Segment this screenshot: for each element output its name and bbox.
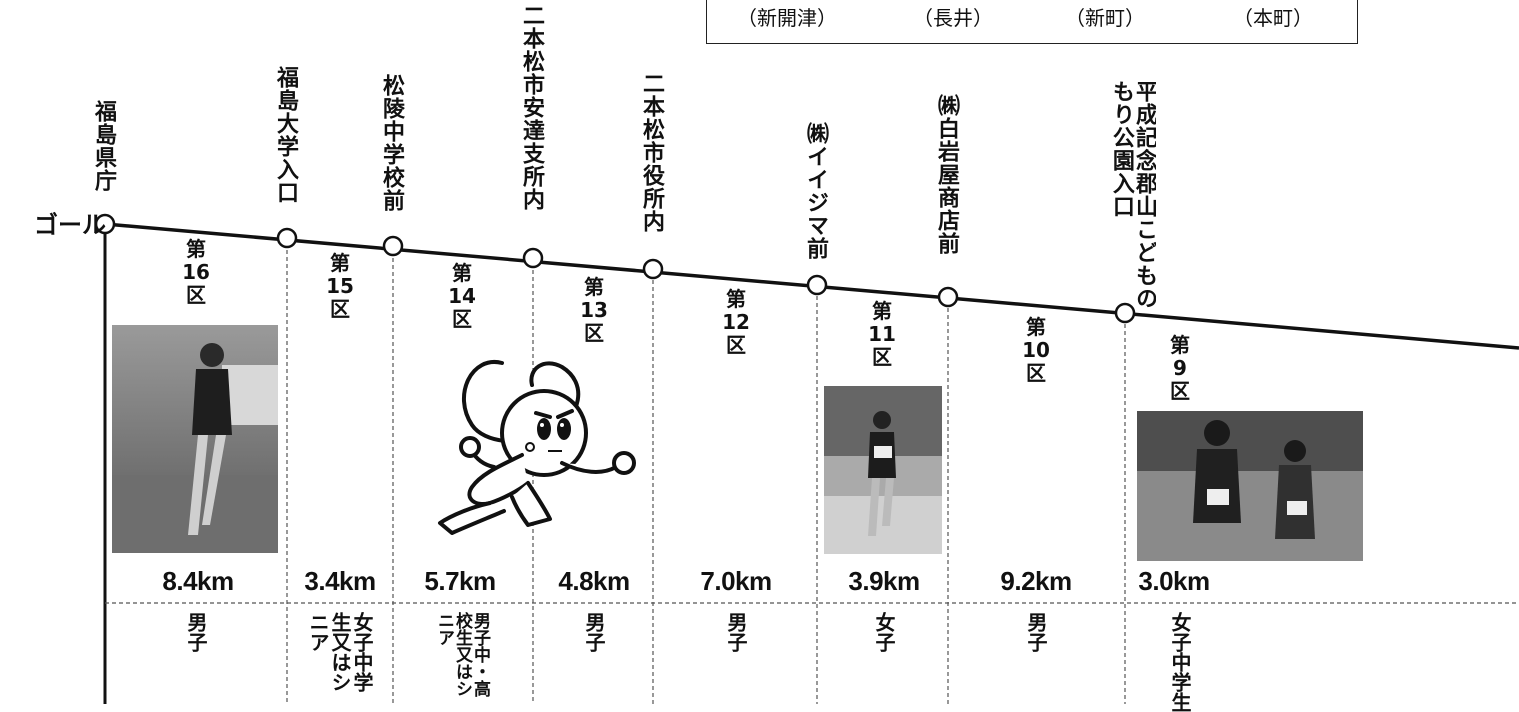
runner-photo	[1137, 411, 1363, 561]
station-marker	[937, 286, 959, 308]
station-marker	[276, 227, 298, 249]
runner-category: 女子中学生	[1168, 612, 1192, 712]
station-marker	[642, 258, 664, 280]
checkpoint-label: 平成記念郡山こどものもり公園入口	[1109, 80, 1156, 310]
checkpoint-label: 福島大学入口	[273, 66, 298, 204]
runner-category: 男子	[184, 612, 208, 652]
legend-item: （長井）	[913, 6, 993, 30]
checkpoint-label: ㈱イイジマ前	[803, 122, 828, 260]
legend-item: （本町）	[1233, 6, 1313, 30]
section-distance: 3.0km	[1138, 566, 1210, 596]
checkpoint-label: 松陵中学校前	[379, 74, 404, 212]
checkpoint-label: 二本松市役所内	[639, 72, 664, 233]
section-dividers	[286, 250, 1126, 704]
runner-photo	[112, 325, 278, 553]
mascot-illustration	[438, 359, 636, 535]
legend-item: （新開津）	[737, 6, 837, 30]
checkpoint-label: 二本松市安達支所内	[519, 4, 544, 211]
runner-category: 女子中学生又はシニア	[306, 612, 374, 692]
station-markers	[94, 213, 1136, 324]
junction-legend-box: （新開津） （長井） （新町） （本町）	[706, 0, 1358, 44]
checkpoint-label-line2: 平成記念郡山こどものもり公園入口	[1109, 80, 1156, 310]
station-marker	[522, 247, 544, 269]
section-distance: 4.8km	[558, 566, 630, 596]
section-distance: 9.2km	[1000, 566, 1072, 596]
legend-item: （新町）	[1065, 6, 1145, 30]
station-marker	[382, 235, 404, 257]
runner-category: 男子	[1024, 612, 1048, 652]
station-marker	[94, 213, 116, 235]
section-distance: 8.4km	[162, 566, 234, 596]
station-marker	[1114, 302, 1136, 324]
section-distance: 3.9km	[848, 566, 920, 596]
runner-category: 男子中・高校生又はシニア	[434, 612, 490, 697]
runner-category: 女子	[872, 612, 896, 652]
runner-category: 男子	[582, 612, 606, 652]
station-marker	[806, 274, 828, 296]
runner-photo	[824, 386, 942, 554]
section-distance: 7.0km	[700, 566, 772, 596]
section-distance: 3.4km	[304, 566, 376, 596]
checkpoint-label: ㈱白岩屋商店前	[934, 94, 959, 255]
section-distance: 5.7km	[424, 566, 496, 596]
runner-category: 男子	[724, 612, 748, 652]
goal-label: ゴール	[34, 212, 106, 239]
checkpoint-label: 福島県庁	[91, 100, 116, 192]
